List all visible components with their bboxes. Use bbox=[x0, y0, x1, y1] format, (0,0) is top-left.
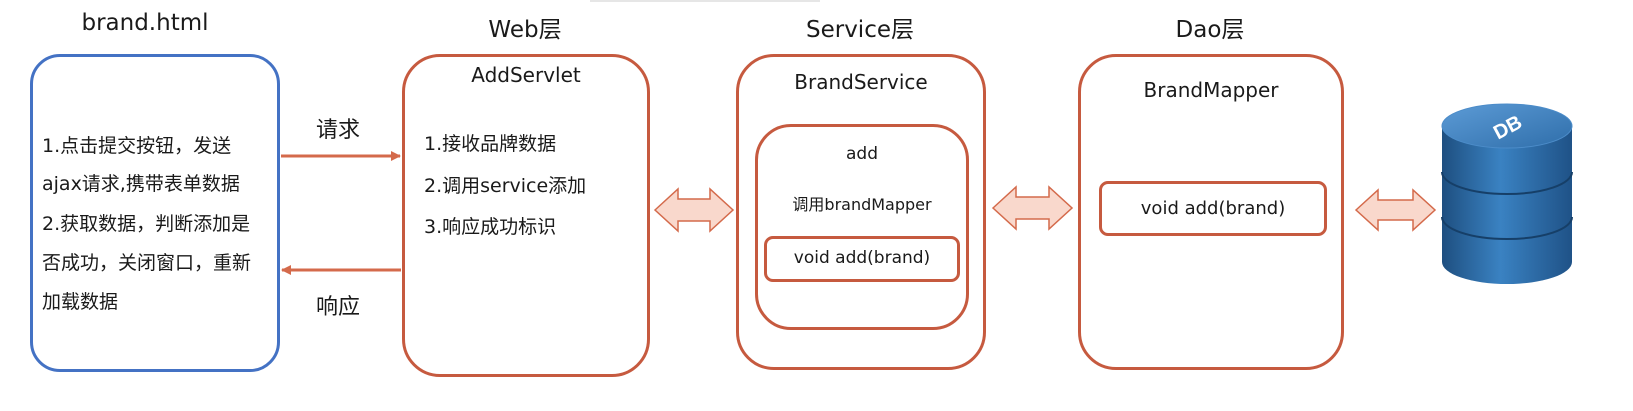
service-call-text: void add(brand) bbox=[793, 248, 931, 268]
add-method-name: add bbox=[846, 144, 878, 164]
web-layer-title: Web层 bbox=[488, 17, 562, 43]
brandmapper-title: BrandMapper bbox=[1143, 78, 1279, 102]
web-step-1: 1.接收品牌数据 bbox=[424, 133, 557, 155]
client-line-1: 1.点击提交按钮，发送 bbox=[42, 135, 232, 157]
service-layer-title: Service层 bbox=[805, 17, 914, 43]
dao-db-double-arrow bbox=[1354, 188, 1437, 232]
database-icon: DB bbox=[1441, 103, 1573, 284]
web-step-2: 2.调用service添加 bbox=[424, 175, 587, 197]
add-method-box bbox=[755, 124, 969, 330]
client-line-3: 2.获取数据，判断添加是 bbox=[42, 213, 251, 235]
top-divider bbox=[590, 0, 820, 2]
client-box bbox=[30, 54, 280, 372]
service-call-box bbox=[764, 236, 960, 282]
dao-method-text: void add(brand) bbox=[1140, 198, 1286, 219]
dao-layer-title: Dao层 bbox=[1175, 17, 1245, 43]
client-title: brand.html bbox=[81, 10, 209, 36]
client-line-4: 否成功，关闭窗口，重新 bbox=[42, 252, 252, 274]
request-label: 请求 bbox=[316, 118, 361, 143]
client-line-2: ajax请求,携带表单数据 bbox=[42, 173, 240, 195]
client-line-5: 加载数据 bbox=[42, 291, 119, 313]
add-method-desc: 调用brandMapper bbox=[792, 195, 932, 214]
response-label: 响应 bbox=[316, 295, 361, 320]
brandservice-title: BrandService bbox=[794, 70, 928, 94]
web-layer-box bbox=[402, 54, 650, 377]
web-step-3: 3.响应成功标识 bbox=[424, 216, 557, 238]
addservlet-title: AddServlet bbox=[471, 63, 581, 87]
service-dao-double-arrow bbox=[991, 185, 1074, 231]
dao-method-box bbox=[1099, 181, 1327, 236]
web-service-double-arrow bbox=[653, 187, 735, 233]
